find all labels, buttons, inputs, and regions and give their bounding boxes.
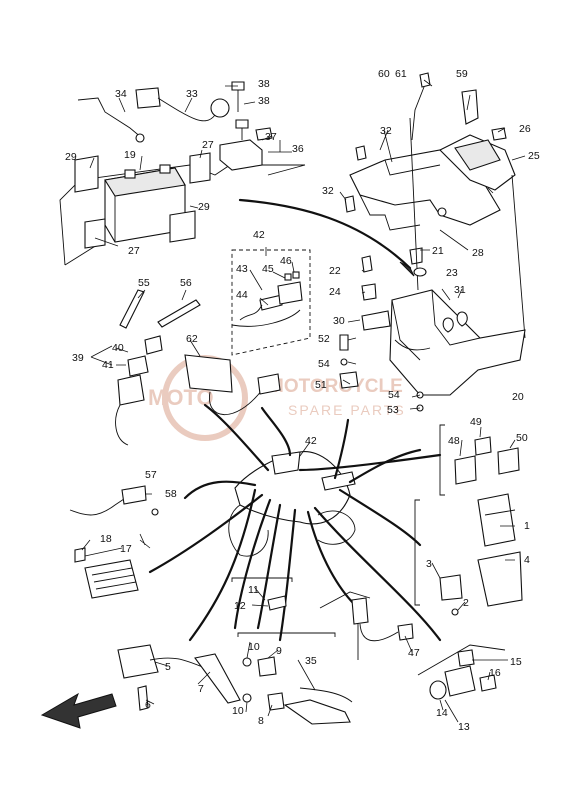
callout-42b: 42 [305, 435, 317, 447]
callout-36: 36 [292, 143, 304, 155]
callout-4: 4 [524, 554, 530, 566]
callout-50: 50 [516, 432, 528, 444]
relay-group-right [439, 424, 520, 496]
leader-lines [81, 79, 526, 723]
callout-40: 40 [112, 342, 124, 354]
callout-31: 31 [454, 284, 466, 296]
callout-22: 22 [329, 265, 341, 277]
callout-15: 15 [510, 656, 522, 668]
sensor-47 [319, 591, 414, 660]
callout-23: 23 [446, 267, 458, 279]
assembly-arrow-head [399, 261, 415, 277]
callout-51: 51 [315, 379, 327, 391]
front-direction-arrow [40, 692, 117, 729]
callout-57: 57 [145, 469, 157, 481]
callout-27a: 27 [202, 139, 214, 151]
callout-7: 7 [198, 683, 204, 695]
callout-49: 49 [470, 416, 482, 428]
fasteners-mid [339, 334, 424, 412]
callout-37: 37 [265, 131, 277, 143]
callout-46: 46 [280, 255, 292, 267]
callout-43: 43 [236, 263, 248, 275]
callout-3: 3 [426, 558, 432, 570]
callout-13: 13 [458, 721, 470, 733]
callout-18: 18 [100, 533, 112, 545]
callout-10b: 10 [232, 705, 244, 717]
callout-2: 2 [463, 597, 469, 609]
callout-38b: 38 [258, 95, 270, 107]
ignition-coil [117, 644, 241, 711]
callout-6: 6 [145, 699, 151, 711]
callout-58: 58 [165, 488, 177, 500]
callout-56: 56 [180, 277, 192, 289]
wire-harness [148, 403, 442, 642]
frame-bracket-group [344, 72, 526, 339]
relay-box [231, 249, 311, 356]
callout-26: 26 [519, 123, 531, 135]
callout-34: 34 [115, 88, 127, 100]
assembly-arrow [238, 198, 412, 270]
callout-60: 60 [378, 68, 390, 80]
callout-14: 14 [436, 707, 448, 719]
left-connectors [115, 289, 281, 446]
callout-9: 9 [276, 645, 282, 657]
callout-28: 28 [472, 247, 484, 259]
callout-17: 17 [120, 543, 132, 555]
callout-10a: 10 [248, 641, 260, 653]
callout-11: 11 [248, 584, 259, 596]
callout-labels: 34 33 38 38 37 36 19 29 27 29 27 42 43 4… [65, 68, 540, 733]
callout-38a: 38 [258, 78, 270, 90]
rectifier-group [69, 485, 159, 599]
callout-44: 44 [236, 289, 248, 301]
watermark-brand-right: MOTORCYCLE [268, 376, 403, 397]
callout-41: 41 [102, 359, 114, 371]
battery-group [59, 81, 306, 266]
callout-54b: 54 [388, 389, 400, 401]
callout-33: 33 [186, 88, 198, 100]
callout-20: 20 [512, 391, 524, 403]
callout-25: 25 [528, 150, 540, 162]
watermark: MOTO MOTORCYCLE SPARE PARTS [148, 355, 406, 441]
callout-5: 5 [165, 661, 171, 673]
callout-39: 39 [72, 352, 84, 364]
callout-54a: 54 [318, 358, 330, 370]
callout-21: 21 [432, 245, 444, 257]
callout-27b: 27 [128, 245, 140, 257]
callout-29a: 29 [65, 151, 77, 163]
callout-32a: 32 [380, 125, 392, 137]
callout-55: 55 [138, 277, 150, 289]
callout-32b: 32 [322, 185, 334, 197]
callout-24: 24 [329, 286, 341, 298]
callout-61: 61 [395, 68, 407, 80]
callout-30: 30 [333, 315, 345, 327]
battery-tray [361, 289, 526, 396]
callout-12: 12 [234, 600, 246, 612]
throttle-sensor [417, 644, 506, 700]
callout-48: 48 [448, 435, 460, 447]
watermark-tagline: SPARE PARTS [288, 402, 406, 418]
callout-16: 16 [489, 667, 501, 679]
callout-42a: 42 [253, 229, 265, 241]
callout-52: 52 [318, 333, 330, 345]
callout-29b: 29 [198, 201, 210, 213]
ecu-group [414, 493, 523, 616]
callout-1: 1 [524, 520, 530, 532]
callout-35: 35 [305, 655, 317, 667]
callout-59: 59 [456, 68, 468, 80]
callout-8: 8 [258, 715, 264, 727]
callout-53: 53 [387, 404, 399, 416]
callout-47: 47 [408, 647, 420, 659]
callout-62: 62 [186, 333, 198, 345]
callout-45: 45 [262, 263, 274, 275]
callout-19: 19 [124, 149, 136, 161]
